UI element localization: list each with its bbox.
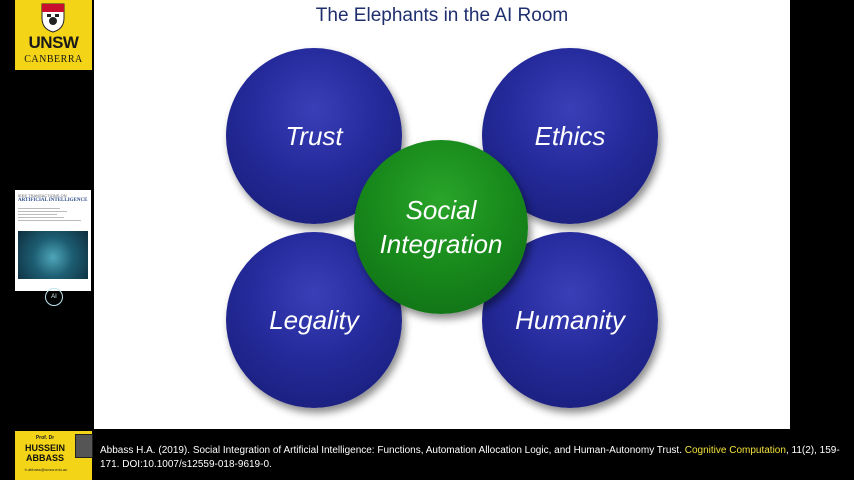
bottom-bar (0, 429, 854, 480)
reference-journal: Cognitive Computation (684, 445, 786, 456)
reference-text: Abbass H.A. (2019). Social Integration o… (100, 444, 840, 472)
journal-text-lines (18, 208, 88, 223)
journal-cover-image: AI (18, 231, 88, 306)
circle-humanity: Humanity (482, 232, 658, 408)
crest-icon (41, 3, 65, 33)
journal-top-text: IEEE TRANSACTIONS ON (18, 193, 67, 198)
circle-center-label: Social Integration (379, 195, 503, 259)
circle-ethics-label: Ethics (534, 121, 606, 151)
circle-social-integration: Social Integration (354, 140, 528, 314)
presenter-name-line2: ABBASS (25, 453, 64, 463)
circle-legality-label: Legality (269, 305, 359, 335)
slide-area: The Elephants in the AI Room Trust Ethic… (94, 0, 790, 429)
slide-title: The Elephants in the AI Room (315, 5, 569, 26)
presenter-email: h.abbass@unsw.edu.au (24, 467, 68, 472)
reference-part2: , 11(2), 159-171. DOI:10.1007/s12559-018… (100, 445, 840, 470)
reference-part1: Abbass H.A. (2019). Social Integration o… (100, 445, 685, 456)
journal-ai-emblem: AI (45, 288, 63, 306)
circle-ethics: Ethics (482, 48, 658, 224)
presenter-name-line1: HUSSEIN (24, 443, 65, 453)
logo-unsw-text: UNSW (28, 33, 79, 52)
unsw-canberra-logo: UNSW CANBERRA (15, 0, 92, 70)
circle-humanity-label: Humanity (515, 305, 625, 335)
presenter-prof: Prof. Dr (35, 435, 55, 441)
logo-canberra-text: CANBERRA (24, 54, 83, 65)
circle-trust-label: Trust (285, 121, 343, 151)
presenter-photo (75, 434, 93, 458)
presenter-name: HUSSEIN ABBASS (15, 443, 75, 463)
journal-cover-thumbnail: IEEE TRANSACTIONS ON ARTIFICIAL INTELLIG… (15, 190, 91, 306)
journal-title: ARTIFICIAL INTELLIGENCE (18, 198, 88, 203)
presenter-badge: Prof. Dr HUSSEIN ABBASS h.abbass@unsw.ed… (15, 431, 93, 480)
